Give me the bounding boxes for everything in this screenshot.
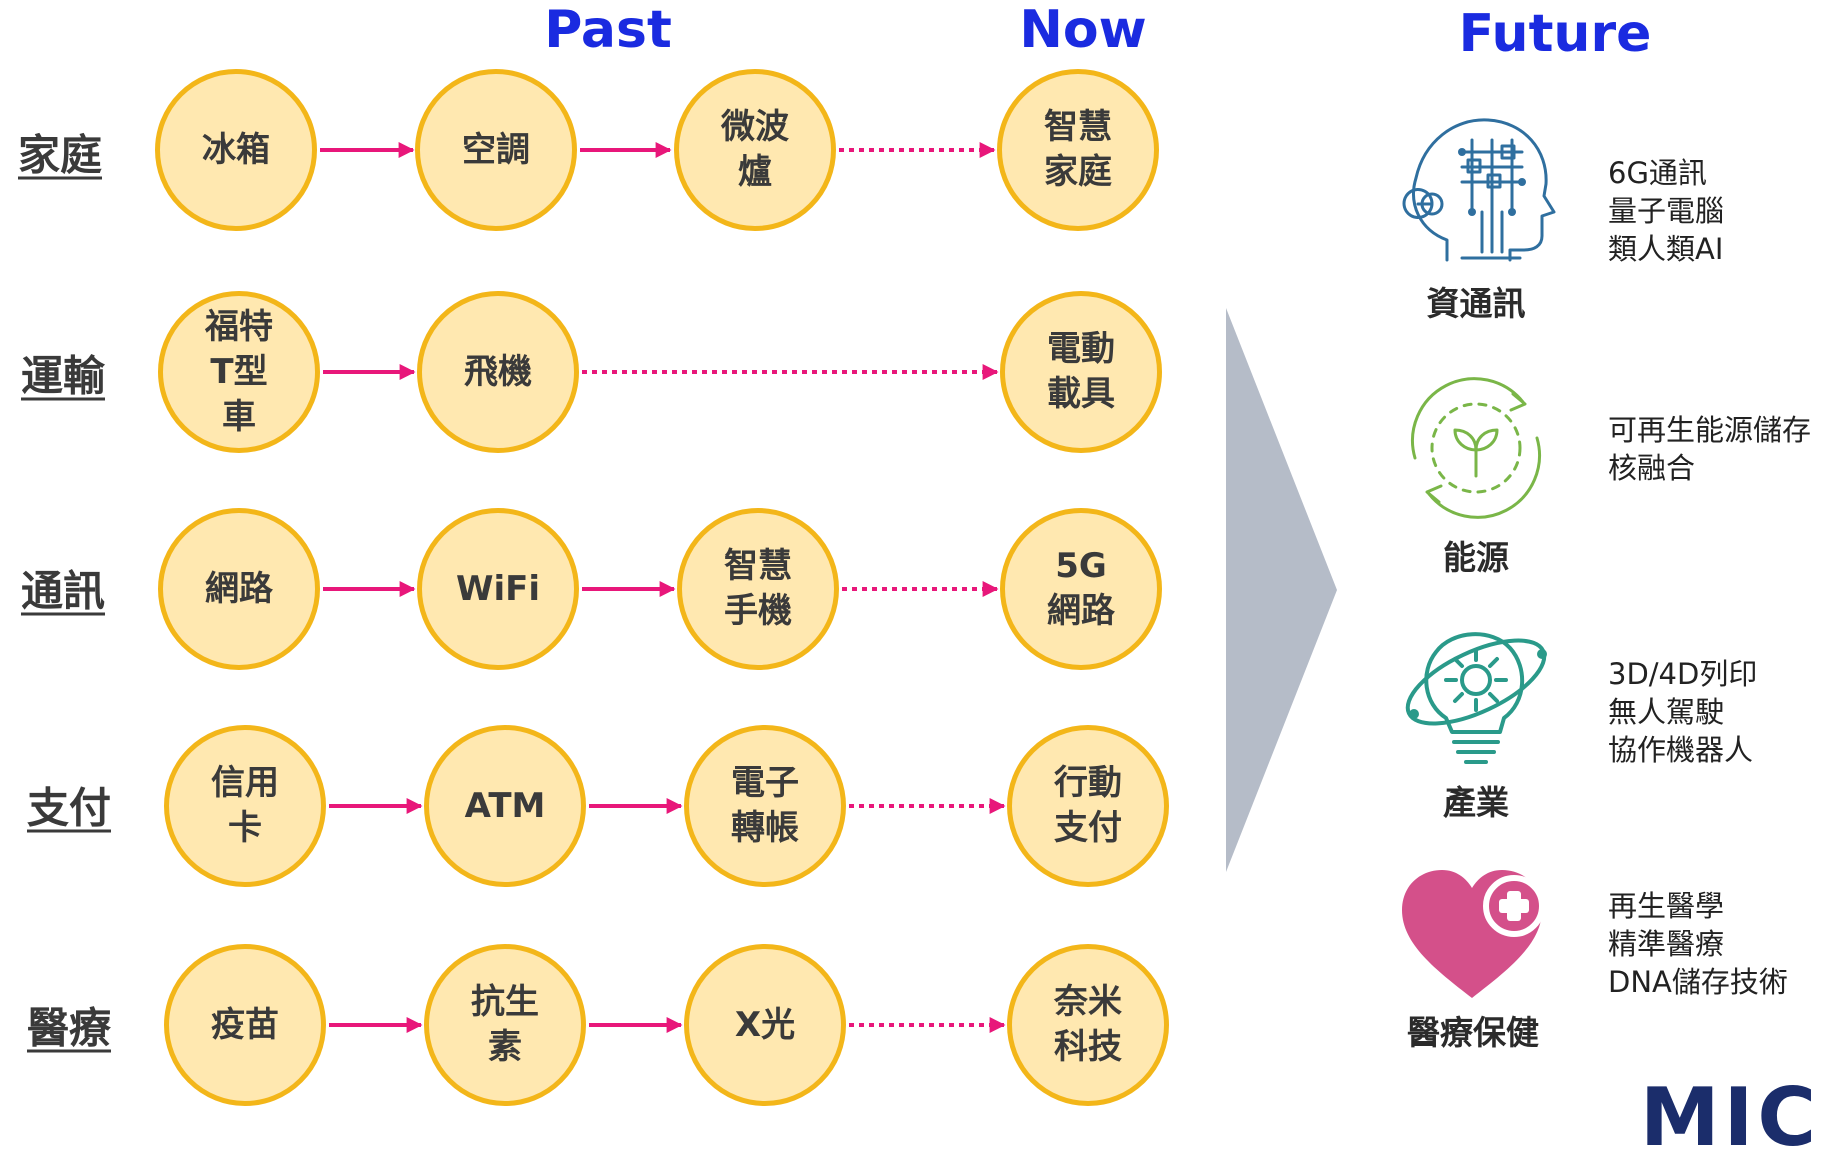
header-future: Future bbox=[1458, 4, 1652, 64]
node-transport-model-t: 福特 T型 車 bbox=[158, 291, 320, 453]
future-list-healthcare: 再生醫學 精準醫療 DNA儲存技術 bbox=[1608, 887, 1788, 1001]
future-item: DNA儲存技術 bbox=[1608, 965, 1788, 999]
future-title-industry: 產業 bbox=[1443, 783, 1509, 822]
future-title-healthcare: 醫療保健 bbox=[1407, 1013, 1539, 1052]
node-label: 5G 網路 bbox=[1047, 546, 1115, 631]
node-label: X光 bbox=[734, 1004, 796, 1045]
node-medical-xray: X光 bbox=[684, 944, 846, 1106]
gear-lightbulb-icon bbox=[1405, 632, 1547, 764]
node-medical-antibiotics: 抗生 素 bbox=[424, 944, 586, 1106]
node-medical-vaccine: 疫苗 bbox=[164, 944, 326, 1106]
heart-plus-icon bbox=[1402, 870, 1545, 998]
mic-logo: MIC bbox=[1640, 1071, 1821, 1164]
future-title-ict: 資通訊 bbox=[1426, 284, 1526, 323]
node-telecom-smartphone: 智慧 手機 bbox=[677, 508, 839, 670]
future-item: 類人類AI bbox=[1608, 232, 1724, 266]
node-medical-nanotech: 奈米 科技 bbox=[1007, 944, 1169, 1106]
node-transport-ev: 電動 載具 bbox=[1000, 291, 1162, 453]
node-transport-airplane: 飛機 bbox=[417, 291, 579, 453]
node-label: ATM bbox=[464, 785, 546, 826]
node-label: 電動 載具 bbox=[1047, 329, 1115, 414]
future-item: 6G通訊 bbox=[1608, 156, 1707, 190]
node-payment-credit-card: 信用 卡 bbox=[164, 725, 326, 887]
node-payment-transfer: 電子 轉帳 bbox=[684, 725, 846, 887]
node-label: 行動 支付 bbox=[1054, 763, 1122, 848]
future-list-industry: 3D/4D列印 無人駕駛 協作機器人 bbox=[1608, 655, 1757, 769]
node-label: 抗生 素 bbox=[471, 982, 539, 1067]
header-now: Now bbox=[1019, 0, 1147, 60]
node-payment-atm: ATM bbox=[424, 725, 586, 887]
node-label: 冰箱 bbox=[202, 129, 270, 170]
node-label: 智慧 家庭 bbox=[1044, 107, 1112, 192]
node-payment-mobile: 行動 支付 bbox=[1007, 725, 1169, 887]
row-label-payment: 支付 bbox=[26, 783, 112, 833]
renewable-sprout-icon bbox=[1411, 377, 1541, 519]
node-label: 網路 bbox=[205, 568, 273, 609]
future-item: 量子電腦 bbox=[1608, 194, 1725, 228]
future-item: 可再生能源儲存 bbox=[1608, 413, 1812, 447]
node-label: 電子 轉帳 bbox=[731, 763, 799, 848]
node-label: 智慧 手機 bbox=[724, 546, 792, 631]
row-label-transport: 運輸 bbox=[20, 351, 106, 401]
node-label: 飛機 bbox=[464, 351, 532, 392]
node-telecom-internet: 網路 bbox=[158, 508, 320, 670]
node-telecom-5g: 5G 網路 bbox=[1000, 508, 1162, 670]
row-label-medical: 醫療 bbox=[26, 1003, 112, 1053]
header-past: Past bbox=[544, 0, 672, 60]
row-label-telecom: 通訊 bbox=[20, 566, 106, 616]
node-label: 疫苗 bbox=[211, 1004, 279, 1045]
node-home-aircon: 空調 bbox=[415, 69, 577, 231]
future-item: 精準醫療 bbox=[1608, 927, 1725, 961]
row-label-home: 家庭 bbox=[17, 130, 103, 180]
node-label: WiFi bbox=[455, 568, 541, 609]
future-item: 無人駕駛 bbox=[1608, 695, 1725, 729]
future-item: 3D/4D列印 bbox=[1608, 657, 1758, 691]
node-label: 空調 bbox=[462, 129, 530, 170]
node-label: 微波 爐 bbox=[721, 107, 789, 192]
node-label: 奈米 科技 bbox=[1054, 982, 1122, 1067]
future-item: 再生醫學 bbox=[1608, 889, 1725, 923]
future-item: 協作機器人 bbox=[1608, 733, 1754, 767]
node-home-smart-home: 智慧 家庭 bbox=[997, 69, 1159, 231]
node-telecom-wifi: WiFi bbox=[417, 508, 579, 670]
node-home-microwave: 微波 爐 bbox=[674, 69, 836, 231]
future-item: 核融合 bbox=[1608, 451, 1696, 485]
node-label: 福特 T型 車 bbox=[205, 306, 273, 437]
transition-chevron bbox=[1226, 308, 1337, 872]
future-title-energy: 能源 bbox=[1443, 538, 1509, 577]
ai-head-icon bbox=[1402, 118, 1556, 262]
arrow-layer bbox=[320, 142, 1337, 1033]
future-list-energy: 可再生能源儲存 核融合 bbox=[1608, 411, 1811, 487]
node-label: 信用 卡 bbox=[211, 763, 279, 848]
node-home-fridge: 冰箱 bbox=[155, 69, 317, 231]
future-list-ict: 6G通訊 量子電腦 類人類AI bbox=[1608, 154, 1724, 268]
